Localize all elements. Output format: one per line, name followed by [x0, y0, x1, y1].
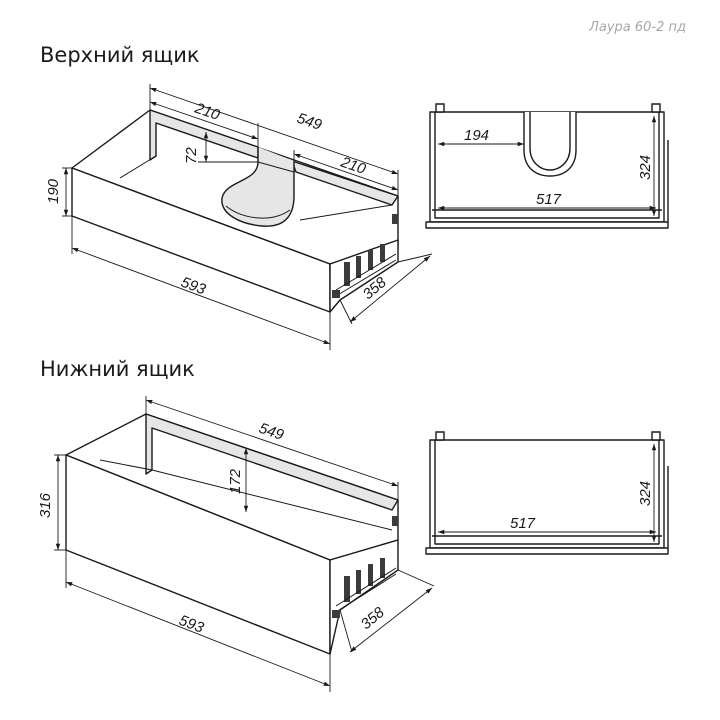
bottom-plan-clip-left [435, 431, 445, 441]
top-drawer-iso [71, 109, 399, 313]
bottom-dim-inner-height: 172 [227, 468, 244, 494]
top-plan-dimensions: 194 517 324 [438, 116, 657, 216]
bottom-drawer-iso [65, 413, 399, 655]
top-plan-clip-left [435, 103, 445, 113]
bottom-plan-dim-depth: 324 [637, 481, 654, 506]
top-drawer-title: Верхний ящик [40, 43, 200, 67]
top-dim-cutout-depth: 72 [183, 147, 200, 164]
bottom-dim-front-width: 593 [177, 612, 207, 637]
bottom-plan-clip-right [651, 431, 661, 441]
top-plan-front [425, 221, 669, 229]
bottom-drawer-side [329, 539, 399, 655]
bottom-dim-height: 316 [37, 492, 54, 518]
top-dim-height: 190 [45, 178, 62, 204]
bottom-plan-front [425, 547, 669, 555]
top-dim-left-width: 210 [192, 99, 223, 124]
top-drawer-plan [425, 103, 669, 229]
bottom-drawer-plan [425, 431, 669, 555]
top-dim-front-width: 593 [179, 274, 209, 299]
top-plan-dim-width: 517 [536, 191, 562, 208]
bottom-dim-depth: 549 [257, 420, 287, 444]
top-plan-dim-depth: 324 [637, 155, 654, 180]
top-dim-right-width: 210 [338, 153, 369, 178]
model-label: Лаура 60-2 пд [588, 20, 686, 35]
top-plan-dim-cutout-offset: 194 [464, 127, 489, 144]
top-plan-clip-right [651, 103, 661, 113]
bottom-plan-dim-width: 517 [510, 515, 536, 532]
bottom-drawer-title: Нижний ящик [40, 357, 195, 381]
top-plan-cutout [523, 112, 577, 177]
top-dim-depth: 549 [295, 110, 325, 134]
bottom-dim-side-length: 358 [358, 604, 389, 634]
bottom-plan-dimensions: 517 324 [438, 444, 657, 542]
